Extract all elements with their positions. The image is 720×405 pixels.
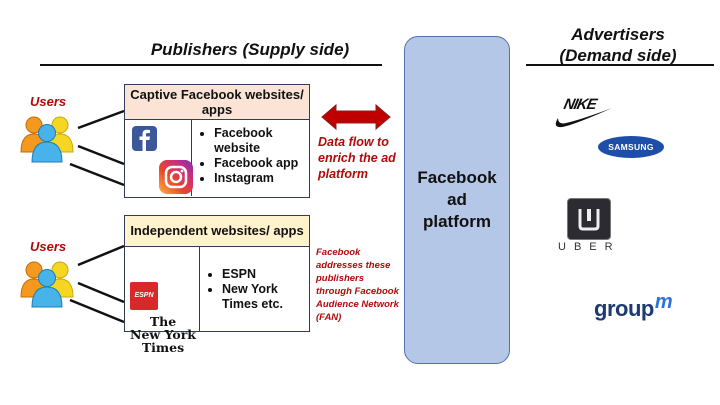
data-flow-annotation: Data flow to enrich the ad platform xyxy=(318,135,396,181)
captive-item: Instagram xyxy=(214,171,309,186)
instagram-logo-icon xyxy=(159,160,193,194)
independent-list: ESPN New York Times etc. xyxy=(200,247,308,332)
connector-line xyxy=(77,281,125,304)
captive-publishers-box: Captive Facebook websites/ apps xyxy=(124,84,310,198)
samsung-logo-icon: SAMSUNG xyxy=(598,136,664,158)
connector-line xyxy=(69,298,125,324)
independent-body: ESPN The New York Times ESPN New York Ti… xyxy=(125,247,309,354)
captive-logos xyxy=(125,120,193,196)
independent-item: ESPN xyxy=(222,267,308,282)
nike-logo-icon: NIKE xyxy=(552,96,614,132)
connector-line xyxy=(77,144,125,166)
connector-line xyxy=(69,162,125,187)
espn-logo-icon: ESPN xyxy=(130,282,158,310)
platform-line2: ad xyxy=(447,190,467,209)
groupm-logo-text: group xyxy=(594,296,654,321)
connector-line xyxy=(77,244,125,267)
uber-logo-text: UBER xyxy=(558,241,621,253)
independent-publishers-box: Independent websites/ apps ESPN The New … xyxy=(124,215,310,354)
platform-line3: platform xyxy=(422,212,491,231)
captive-list: Facebook website Facebook app Instagram xyxy=(192,120,309,196)
captive-item: Facebook website xyxy=(214,126,309,156)
captive-header: Captive Facebook websites/ apps xyxy=(125,85,309,120)
users-label: Users xyxy=(30,94,67,109)
users-icon xyxy=(20,261,74,308)
advertisers-title-line2: (Demand side) xyxy=(559,46,677,65)
new-york-times-logo-icon: The New York Times xyxy=(129,315,197,354)
advertisers-title-line1: Advertisers xyxy=(571,25,665,44)
independent-logos: ESPN The New York Times xyxy=(125,247,200,354)
publishers-title: Publishers (Supply side) xyxy=(150,40,350,59)
nyt-line2: New York xyxy=(130,327,196,342)
facebook-ad-platform: Facebook ad platform xyxy=(404,36,510,364)
platform-line1: Facebook xyxy=(417,168,497,187)
independent-item: New York Times etc. xyxy=(222,282,308,312)
nyt-line1: The xyxy=(149,314,177,329)
advertisers-divider xyxy=(526,64,714,66)
groupm-logo-superscript: m xyxy=(654,291,673,313)
captive-item: Facebook app xyxy=(214,156,309,171)
publishers-divider xyxy=(40,64,382,66)
advertisers-title: Advertisers (Demand side) xyxy=(528,24,708,66)
facebook-logo-icon xyxy=(132,126,157,151)
fan-annotation: Facebook addresses these publishers thro… xyxy=(316,247,399,323)
users-label: Users xyxy=(30,239,67,254)
connector-line xyxy=(77,109,125,130)
groupm-logo-icon: groupm xyxy=(594,291,673,322)
espn-logo-text: ESPN xyxy=(134,292,154,299)
users-icon xyxy=(20,116,74,163)
captive-header-line2: apps xyxy=(201,102,233,117)
nyt-line3: Times xyxy=(141,340,185,355)
captive-header-line1: Captive Facebook websites/ xyxy=(130,87,304,102)
samsung-logo-text: SAMSUNG xyxy=(608,142,654,152)
bidirectional-arrow-icon xyxy=(321,103,391,131)
captive-body: Facebook website Facebook app Instagram xyxy=(125,120,309,196)
uber-logo-icon xyxy=(567,198,611,240)
independent-header: Independent websites/ apps xyxy=(125,216,309,247)
